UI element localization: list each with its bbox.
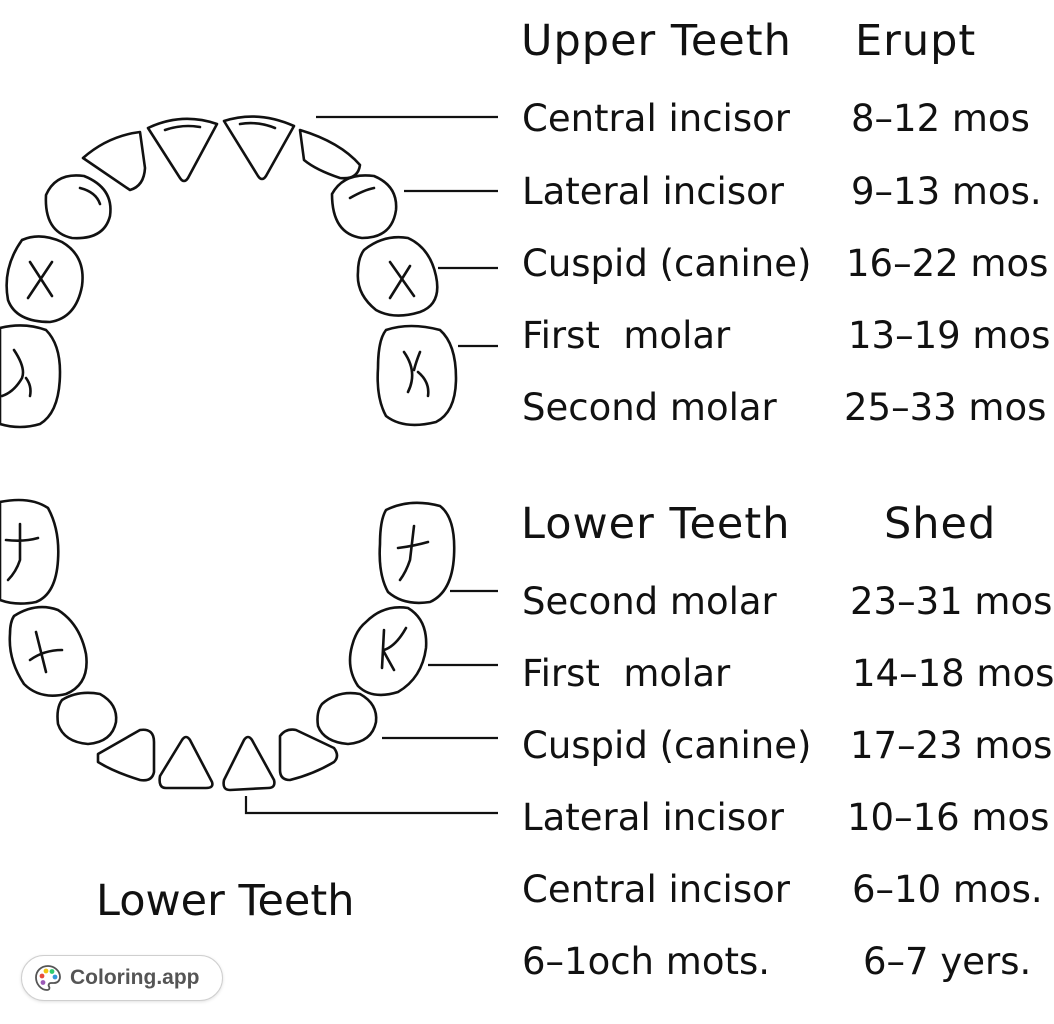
upper-first-molar-left: [5, 235, 84, 324]
upper-row-value: 25–33 mos: [844, 386, 1047, 429]
upper-first-molar-right: [356, 235, 439, 317]
teeth-diagram: [0, 115, 498, 815]
lower-row-value: 6–7 yers.: [863, 940, 1032, 983]
upper-lateral-incisor-right: [298, 128, 362, 180]
leader-lines: [244, 115, 498, 815]
coloring-app-badge[interactable]: Coloring.app: [21, 955, 223, 1001]
upper-row-label: Central incisor: [522, 97, 790, 140]
upper-central-incisor-right: [222, 115, 296, 181]
upper-central-incisor-left: [146, 117, 219, 183]
lower-row-value: 6–10 mos.: [852, 868, 1043, 911]
upper-row-label: Cuspid (canine): [522, 242, 812, 285]
upper-row-label: Second molar: [522, 386, 777, 429]
lower-row-value: 10–16 mos: [847, 796, 1050, 839]
upper-teeth-heading: Upper Teeth: [521, 16, 792, 66]
upper-row-value: 9–13 mos.: [851, 170, 1042, 213]
lower-teeth-heading: Lower Teeth: [521, 499, 791, 549]
lower-row-label: Second molar: [522, 580, 777, 623]
lower-teeth-caption: Lower Teeth: [96, 876, 355, 926]
leader-lower-lateral-incisor: [244, 796, 498, 815]
lower-row-label: First molar: [522, 652, 731, 695]
lower-canine-left: [56, 691, 118, 746]
lower-central-incisor-right: [222, 735, 276, 792]
erupt-heading: Erupt: [855, 16, 977, 66]
lower-second-molar-left: [0, 498, 60, 605]
lower-lateral-incisor-right: [278, 728, 339, 782]
palette-icon: [35, 965, 61, 991]
upper-row-label: First molar: [522, 314, 731, 357]
lower-second-molar-right: [378, 501, 456, 605]
upper-second-molar-left: [0, 324, 62, 429]
lower-first-molar-right: [348, 606, 428, 697]
lower-row-value: 14–18 mos: [852, 652, 1054, 695]
upper-canine-left: [44, 174, 112, 240]
upper-second-molar-right: [376, 324, 458, 427]
lower-row-label: 6–1och mots.: [522, 940, 770, 983]
lower-row-label: Central incisor: [522, 868, 790, 911]
upper-row-value: 16–22 mos: [846, 242, 1049, 285]
upper-row-value: 13–19 mos: [848, 314, 1051, 357]
lower-row-value: 23–31 mos: [850, 580, 1053, 623]
upper-lateral-incisor-left: [81, 130, 147, 192]
lower-row-label: Lateral incisor: [522, 796, 784, 839]
lower-central-incisor-left: [158, 735, 214, 790]
shed-heading: Shed: [884, 499, 997, 549]
upper-row-value: 8–12 mos: [851, 97, 1030, 140]
lower-lateral-incisor-left: [96, 728, 156, 782]
lower-row-label: Cuspid (canine): [522, 724, 812, 767]
lower-arch: [0, 498, 456, 792]
lower-canine-right: [316, 691, 378, 746]
badge-label: Coloring.app: [70, 966, 200, 989]
lower-row-value: 17–23 mos: [850, 724, 1053, 767]
upper-canine-right: [330, 174, 398, 240]
upper-row-label: Lateral incisor: [522, 170, 784, 213]
upper-arch: [0, 115, 458, 429]
